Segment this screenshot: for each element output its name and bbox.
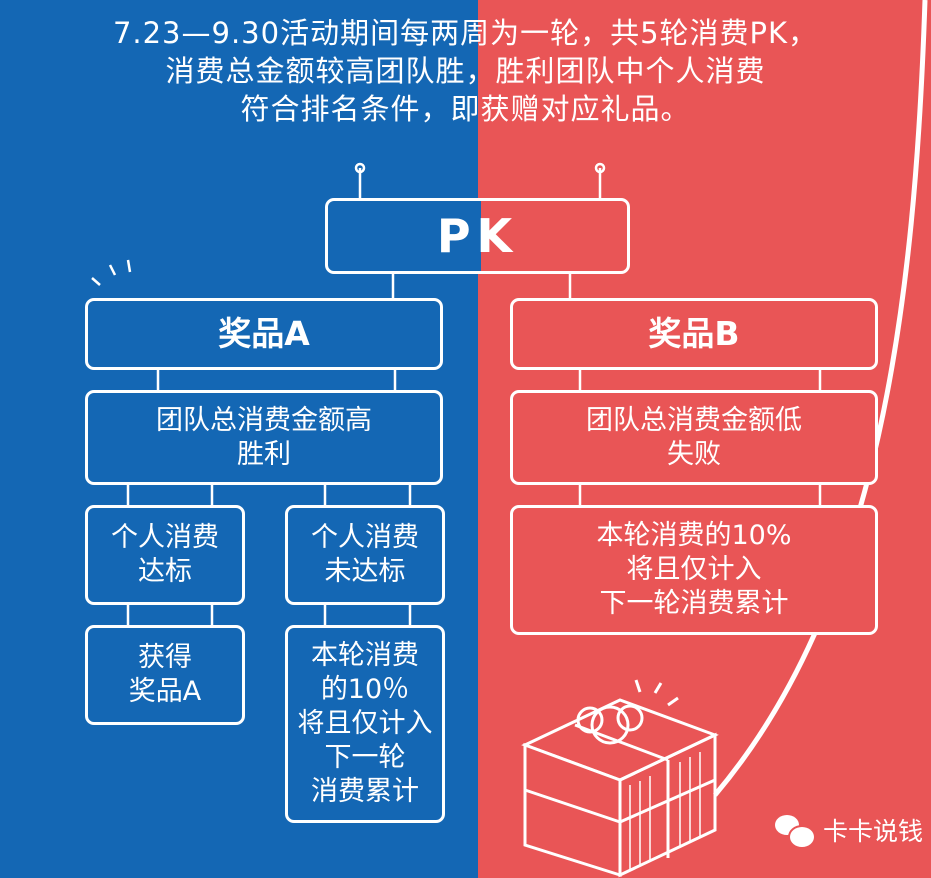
condition-line: 失败 [667,438,721,470]
intro-text: 7.23—9.30活动期间每两周为一轮，共5轮消费PK， 消费总金额较高团队胜，… [0,14,931,128]
result-line: 消费累计 [311,776,419,807]
watermark-text: 卡卡说钱 [823,817,924,846]
prize-a-condition-box: 团队总消费金额高胜利 [85,390,452,494]
not-met-result-box: 本轮消费 的10％ 将且仅计入 下一轮 消费累计 [285,625,454,832]
result-line: 本轮消费 [311,640,419,671]
result-line: 下一轮 [324,742,406,773]
not-met-line: 个人消费 [311,522,419,553]
prize-b-result-box: 本轮消费的10%将且仅计入下一轮消费累计 [510,505,887,644]
result-line: 下一轮消费累计 [599,588,789,619]
pk-label: PK [436,209,519,263]
result-line: 奖品A [128,676,202,707]
met-result-box: 获得奖品A [85,625,254,734]
met-line: 达标 [138,556,192,587]
met-line: 个人消费 [111,522,219,553]
prize-a-box: 奖品A [85,298,452,379]
not-met-line: 未达标 [324,556,406,587]
prize-b-box: 奖品B [510,298,887,379]
result-line: 将且仅计入 [297,708,433,739]
watermark: 卡卡说钱 [775,812,924,849]
intro-line: 7.23—9.30活动期间每两周为一轮，共5轮消费PK， [112,16,819,50]
condition-line: 胜利 [237,438,291,470]
result-line: 本轮消费的10% [596,520,792,551]
condition-line: 团队总消费金额低 [586,404,802,436]
wechat-icon [775,815,816,849]
pk-box: PK [325,198,639,283]
prize-b-condition-box: 团队总消费金额低失败 [510,390,887,494]
not-met-box: 个人消费未达标 [285,505,454,614]
prize-a-title: 奖品A [218,314,310,353]
intro-line: 符合排名条件，即获赠对应礼品。 [240,92,691,126]
condition-line: 团队总消费金额高 [156,404,372,436]
met-box: 个人消费达标 [85,505,254,614]
result-line: 将且仅计入 [626,554,762,585]
result-line: 的10％ [320,674,410,705]
intro-line: 消费总金额较高团队胜，胜利团队中个人消费 [165,54,766,88]
prize-b-title: 奖品B [648,314,740,353]
result-line: 获得 [137,642,192,673]
